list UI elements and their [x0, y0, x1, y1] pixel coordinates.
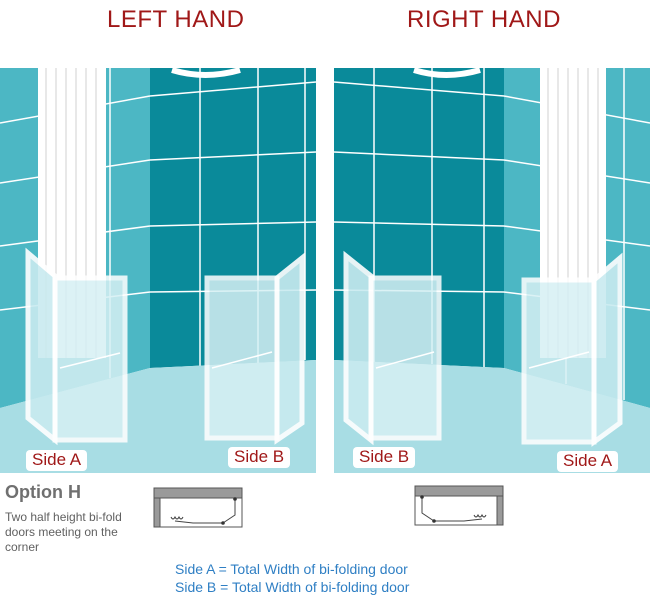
option-title: Option H — [5, 482, 81, 502]
legend-side-b: Side B = Total Width of bi-folding door — [175, 579, 410, 595]
left-side-a-label: Side A — [26, 450, 88, 471]
left-side-b-label: Side B — [228, 447, 291, 468]
shower-plan-left-icon — [153, 487, 243, 528]
legend-side-a: Side A = Total Width of bi-folding door — [175, 561, 408, 577]
width-legend: Side A = Total Width of bi-folding door … — [175, 560, 409, 596]
right-hand-illustration — [334, 68, 650, 473]
right-side-b-label: Side B — [353, 447, 416, 468]
right-side-a-label: Side A — [557, 451, 619, 472]
left-hand-heading: LEFT HAND — [107, 6, 245, 33]
right-hand-heading: RIGHT HAND — [407, 6, 561, 33]
shower-plan-right-icon — [414, 485, 504, 526]
option-description: Two half height bi-fold doors meeting on… — [5, 510, 122, 554]
left-hand-illustration — [0, 68, 316, 473]
